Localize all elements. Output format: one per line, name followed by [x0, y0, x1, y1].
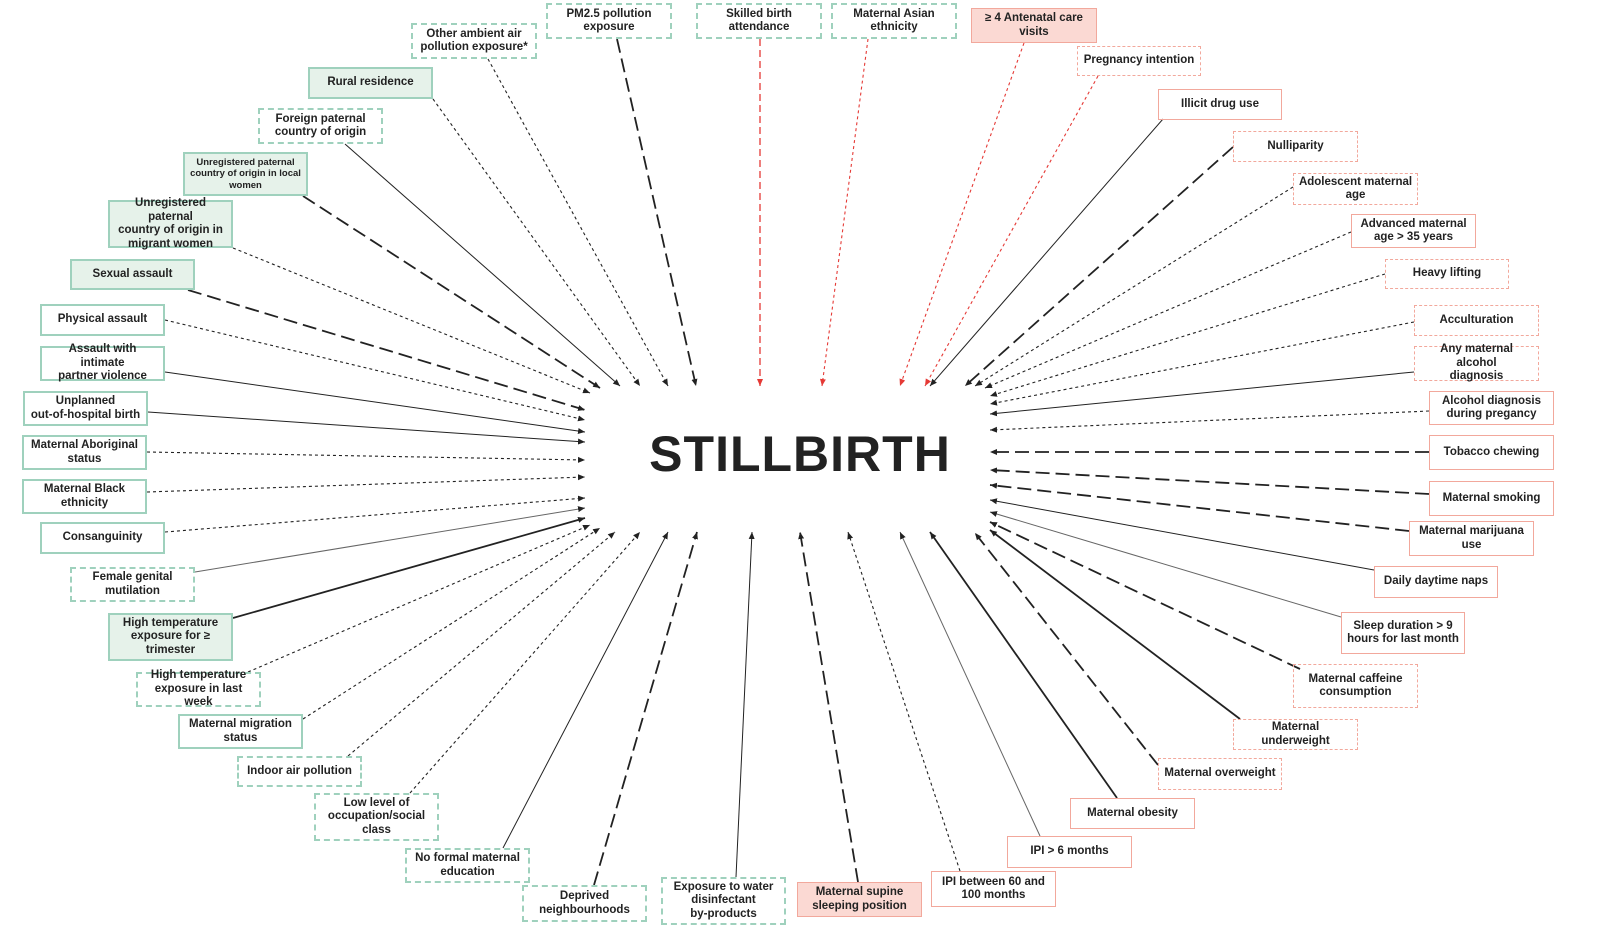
factor-box-physical-assault: Physical assault [40, 304, 165, 336]
factor-box-asian: Maternal Asian ethnicity [831, 3, 957, 39]
factor-box-acculturation: Acculturation [1414, 305, 1539, 336]
arrow-no-education [502, 531, 669, 849]
factor-box-other-air: Other ambient air pollution exposure* [411, 23, 537, 59]
arrow-illicit [929, 118, 1164, 387]
factor-box-water-disinfectant: Exposure to water disinfectant by-produc… [661, 877, 786, 925]
factor-box-sleep-duration: Sleep duration > 9 hours for last month [1341, 612, 1465, 654]
arrow-adolescent [974, 186, 1294, 387]
factor-box-rural: Rural residence [308, 67, 433, 99]
factor-box-low-occupation: Low level of occupation/social class [314, 793, 439, 841]
arrow-ipi-6 [899, 531, 1041, 837]
arrow-antenatal [899, 42, 1025, 387]
factor-box-overweight: Maternal overweight [1158, 758, 1282, 790]
arrow-advanced-age [984, 231, 1352, 389]
factor-box-antenatal: ≥ 4 Antenatal care visits [971, 8, 1097, 43]
arrow-supine [798, 531, 859, 883]
arrow-indoor-air [347, 531, 616, 757]
factor-box-high-temp-week: High temperature exposure in last week [136, 669, 261, 708]
factor-box-tobacco-chewing: Tobacco chewing [1429, 435, 1554, 470]
arrow-marijuana [989, 482, 1410, 532]
arrow-pregnancy-intention [924, 75, 1099, 387]
stillbirth-center-label: STILLBIRTH [649, 426, 951, 482]
factor-box-ipi-6: IPI > 6 months [1007, 836, 1132, 868]
arrow-sleep-duration [989, 511, 1342, 618]
factor-box-illicit: Illicit drug use [1158, 89, 1282, 120]
factor-box-underweight: Maternal underweight [1233, 719, 1358, 750]
factor-box-skilled-birth: Skilled birth attendance [696, 3, 822, 39]
factor-box-caffeine: Maternal caffeine consumption [1293, 664, 1418, 708]
factor-box-supine: Maternal supine sleeping position [797, 882, 922, 917]
arrow-overweight [974, 532, 1159, 766]
arrow-unplanned-birth [147, 411, 586, 445]
factor-box-black: Maternal Black ethnicity [22, 479, 147, 514]
arrow-rural [432, 98, 641, 387]
factor-box-deprived: Deprived neighbourhoods [522, 885, 647, 922]
arrow-nulliparity [964, 146, 1234, 387]
arrow-deprived [593, 531, 698, 886]
arrow-other-air [487, 58, 669, 387]
factor-box-advanced-age: Advanced maternal age > 35 years [1351, 214, 1476, 248]
arrow-ipv [164, 371, 586, 434]
factor-box-marijuana: Maternal marijuana use [1409, 521, 1534, 556]
arrow-unreg-local [302, 195, 601, 389]
factor-box-daytime-naps: Daily daytime naps [1374, 566, 1498, 598]
factor-box-alcohol-any: Any maternal alcohol diagnosis [1414, 343, 1539, 382]
arrow-high-temp-trimester [232, 517, 586, 619]
arrow-water-disinfectant [735, 531, 755, 878]
factor-box-foreign-paternal: Foreign paternal country of origin [258, 108, 383, 144]
factor-box-ipv: Assault with intimate partner violence [40, 343, 165, 382]
arrow-alcohol-pregnancy [989, 410, 1430, 433]
arrow-smoking [989, 467, 1430, 495]
factor-box-indoor-air: Indoor air pollution [237, 756, 362, 787]
factor-box-smoking: Maternal smoking [1429, 481, 1554, 516]
arrow-migration [302, 527, 601, 720]
factor-box-unplanned-birth: Unplanned out-of-hospital birth [23, 391, 148, 426]
arrow-heavy-lifting [989, 273, 1386, 397]
factor-box-high-temp-trimester: High temperature exposure for ≥ trimeste… [108, 613, 233, 661]
arrow-foreign-paternal [344, 143, 621, 387]
factor-box-alcohol-pregnancy: Alcohol diagnosis during pregancy [1429, 391, 1554, 425]
arrow-low-occupation [409, 531, 641, 794]
factor-box-nulliparity: Nulliparity [1233, 131, 1358, 162]
factor-box-pm25: PM2.5 pollution exposure [546, 3, 672, 39]
factor-box-ipi-60-100: IPI between 60 and 100 months [931, 871, 1056, 907]
arrow-asian [819, 38, 869, 387]
arrow-unreg-migrant [232, 247, 591, 394]
factor-box-pregnancy-intention: Pregnancy intention [1077, 46, 1201, 76]
arrow-high-temp-week [247, 524, 591, 673]
arrow-fgm [194, 506, 586, 573]
arrow-physical-assault [164, 319, 586, 422]
arrow-daytime-naps [989, 498, 1375, 571]
factor-box-no-education: No formal maternal education [405, 848, 530, 883]
factor-box-sexual-assault: Sexual assault [70, 259, 195, 290]
arrow-acculturation [989, 321, 1415, 406]
arrow-obesity [929, 531, 1118, 799]
arrow-consanguinity [164, 495, 586, 533]
factor-box-unreg-migrant: Unregistered paternal country of origin … [108, 197, 233, 250]
arrow-ipi-60-100 [847, 531, 961, 872]
factor-box-heavy-lifting: Heavy lifting [1385, 259, 1509, 289]
factor-box-migration: Maternal migration status [178, 714, 303, 749]
arrow-aboriginal [146, 451, 586, 463]
factor-box-unreg-local: Unregistered paternal country of origin … [183, 152, 308, 196]
factor-box-obesity: Maternal obesity [1070, 798, 1195, 829]
arrow-pm25 [616, 38, 698, 387]
arrow-caffeine [989, 521, 1301, 670]
factor-box-consanguinity: Consanguinity [40, 522, 165, 554]
factor-box-aboriginal: Maternal Aboriginal status [22, 435, 147, 470]
arrow-sexual-assault [187, 289, 586, 411]
arrow-alcohol-any [989, 371, 1415, 417]
factor-box-fgm: Female genital mutilation [70, 567, 195, 602]
arrow-underweight [989, 529, 1241, 720]
arrow-black [146, 474, 586, 493]
factor-box-adolescent: Adolescent maternal age [1293, 173, 1418, 205]
